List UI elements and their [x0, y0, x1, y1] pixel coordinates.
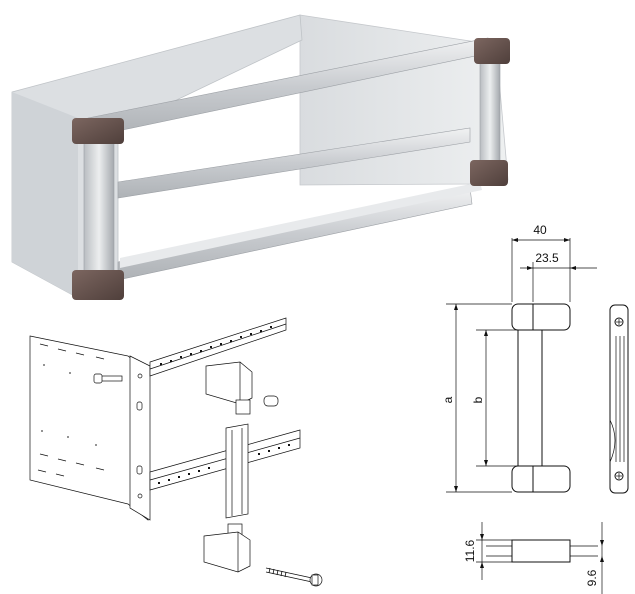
dim-11-6: 11.6 — [463, 522, 512, 580]
front-view-top-cap — [511, 303, 571, 331]
dim-9-6-label: 9.6 — [585, 569, 599, 586]
front-view-bar — [517, 329, 543, 467]
dim-9-6: 9.6 — [585, 522, 604, 594]
left-front-bar — [83, 129, 115, 279]
handle-front-view: 40 23.5 a b — [441, 223, 597, 493]
lower-handle-cap — [203, 523, 251, 573]
flange-screw — [93, 373, 123, 384]
left-side-plate-face — [12, 92, 78, 298]
dim-40: 40 — [511, 223, 571, 302]
bottom-rail-front — [120, 182, 482, 268]
small-pin — [263, 395, 279, 407]
handle-cap-bottom-right — [470, 160, 508, 186]
middle-rail — [117, 127, 471, 199]
side-view-screw-top — [614, 317, 624, 327]
handle-side-view — [609, 304, 629, 494]
assembly-side-panel — [29, 335, 149, 521]
front-view-bottom-cap — [511, 465, 571, 493]
dim-a-label: a — [441, 396, 455, 403]
upper-rail-holes — [160, 326, 272, 365]
assembly-upper-rail — [149, 317, 287, 377]
side-view-screw-bottom — [614, 471, 624, 481]
lower-rail-holes — [158, 444, 290, 484]
rack-frame-photo — [11, 14, 510, 300]
assembly-lower-rail — [149, 429, 301, 491]
handle-profile-view: 11.6 9.6 — [463, 522, 604, 594]
upper-handle-cap — [205, 361, 253, 415]
handle-bar — [225, 423, 249, 519]
front-flange — [129, 355, 151, 521]
rack-assembly-drawing — [29, 317, 323, 587]
handle-cap-top-right — [474, 38, 510, 64]
handle-cap-bottom-left — [72, 270, 124, 300]
dim-40-label: 40 — [533, 223, 547, 237]
dim-23-5: 23.5 — [520, 251, 597, 302]
dim-b: b — [471, 329, 518, 467]
dim-b-label: b — [471, 396, 485, 403]
long-screw — [265, 567, 323, 587]
dim-11-6-label: 11.6 — [463, 539, 477, 562]
dim-23-5-label: 23.5 — [535, 251, 559, 265]
handle-cap-top-left — [72, 118, 124, 144]
dim-a: a — [441, 303, 512, 493]
